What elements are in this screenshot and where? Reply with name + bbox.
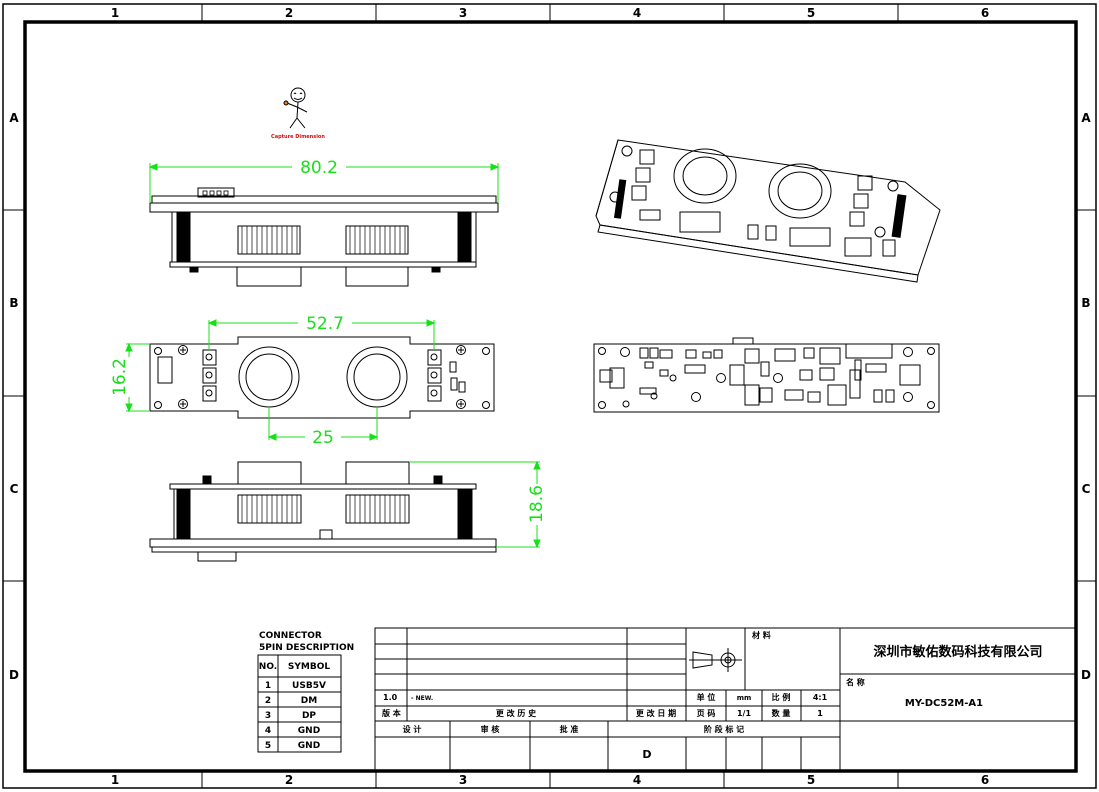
col-label-top-6: 6 [981, 6, 989, 20]
connector-title-1: CONNECTOR [259, 631, 322, 641]
col-label-bottom-6: 6 [981, 773, 989, 787]
connector-row-no: 3 [265, 711, 271, 721]
col-label-top-5: 5 [807, 6, 815, 20]
dim-top-width [148, 163, 500, 203]
connector-row-symbol: DM [301, 696, 317, 706]
page-value: 1/1 [737, 709, 751, 718]
review-label: 审 核 [481, 724, 500, 734]
row-label-right-b: B [1081, 296, 1090, 310]
dim-front-height-label: 16.2 [110, 358, 130, 396]
col-label-bottom-4: 4 [633, 773, 641, 787]
page-label: 页 码 [697, 709, 716, 718]
stick-figure-logo [283, 87, 308, 129]
design-label: 设 计 [403, 724, 422, 734]
unit-label: 单 位 [697, 692, 716, 702]
dim-front-lens-span [207, 319, 436, 350]
part-number: MY-DC52M-A1 [905, 698, 983, 709]
connector-row-symbol: GND [298, 741, 320, 751]
connector-header-symbol: SYMBOL [288, 662, 330, 672]
grid-column-ticks [3, 4, 1096, 788]
quantity-value: 1 [817, 709, 823, 718]
change-history-label: 更 改 历 史 [496, 708, 537, 718]
dim-front-lens-span-label: 52.7 [306, 314, 344, 334]
col-label-top-3: 3 [459, 6, 467, 20]
version-label: 版 本 [381, 708, 401, 718]
connector-header-no: NO. [259, 662, 277, 672]
connector-row-symbol: GND [298, 726, 320, 736]
connector-title-2: 5PIN DESCRIPTION [259, 643, 354, 653]
connector-row-no: 5 [265, 741, 271, 751]
name-label: 名 称 [846, 677, 865, 687]
row-label-left-d: D [9, 668, 19, 682]
title-block: 材 料 名 称 1.0 - NEW. 版 本 更 改 历 史 更 改 日 期 单… [374, 627, 1077, 772]
col-label-bottom-1: 1 [111, 773, 119, 787]
logo-caption: Capture Dimension [271, 134, 325, 140]
col-label-bottom-3: 3 [459, 773, 467, 787]
top-side-view [149, 187, 499, 287]
connector-row-no: 2 [265, 696, 271, 706]
stage-label: 阶 段 标 记 [704, 724, 744, 734]
unit-value: mm [737, 694, 752, 702]
scale-label: 比 例 [772, 692, 791, 702]
pcb-back-view [593, 337, 940, 413]
bottom-side-view [149, 461, 497, 562]
revision-number: 1.0 [383, 693, 398, 702]
row-label-right-d: D [1081, 668, 1091, 682]
connector-row-no: 4 [265, 726, 271, 736]
dim-top-width-label: 80.2 [300, 158, 338, 178]
front-view [149, 336, 495, 419]
connector-row-no: 1 [265, 681, 271, 691]
connector-table: CONNECTOR 5PIN DESCRIPTION NO. SYMBOL 1 … [257, 631, 354, 753]
dim-front-height [125, 342, 150, 413]
quantity-label: 数 量 [772, 708, 791, 718]
col-label-top-2: 2 [285, 6, 293, 20]
dim-lens-spacing-label: 25 [312, 428, 334, 448]
row-label-left-c: C [10, 482, 19, 496]
outer-frame [2, 3, 1097, 789]
material-label: 材 料 [752, 630, 771, 640]
change-date-label: 更 改 日 期 [636, 708, 676, 718]
col-label-top-4: 4 [633, 6, 641, 20]
col-label-top-1: 1 [111, 6, 119, 20]
stage-value: D [642, 748, 651, 761]
revision-note: - NEW. [411, 695, 433, 702]
connector-row-symbol: DP [302, 711, 316, 721]
approve-label: 批 准 [560, 724, 579, 734]
col-label-bottom-5: 5 [807, 773, 815, 787]
row-label-left-b: B [9, 296, 18, 310]
dim-lens-spacing [267, 407, 379, 441]
scale-value: 4:1 [813, 693, 828, 702]
row-label-right-a: A [1081, 111, 1091, 125]
dim-bottom-height-label: 18.6 [527, 485, 547, 523]
col-label-bottom-2: 2 [285, 773, 293, 787]
company-name: 深圳市敏佑数码科技有限公司 [873, 644, 1042, 660]
row-label-right-c: C [1082, 482, 1091, 496]
row-label-left-a: A [9, 111, 19, 125]
dim-bottom-height [409, 460, 541, 549]
isometric-view [595, 139, 941, 283]
projection-symbol [689, 648, 742, 672]
connector-row-symbol: USB5V [292, 681, 326, 691]
